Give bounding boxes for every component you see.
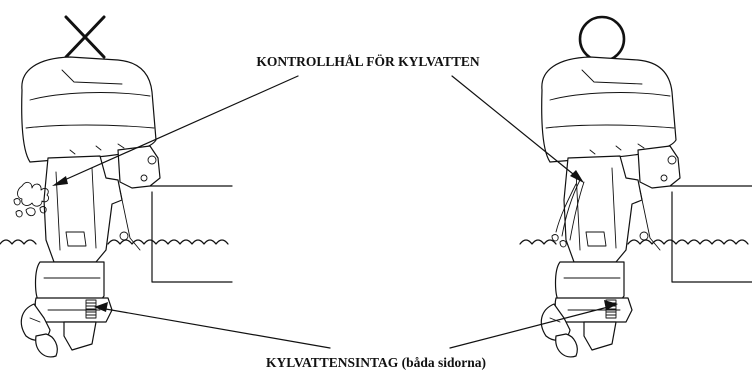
cross-mark-icon: [64, 15, 106, 59]
water-surface: [0, 239, 749, 245]
leader-lines: [52, 75, 618, 349]
circle-mark-icon: [578, 15, 626, 63]
outboard-motor-left: [20, 56, 233, 358]
cooling-water-intake-label: KYLVATTENSINTAG (båda sidorna): [266, 355, 486, 370]
outboard-motor-right: [540, 56, 752, 358]
water-stream-right: [551, 179, 585, 248]
cooling-water-check-hole-label: KONTROLLHÅL FÖR KYLVATTEN: [256, 54, 480, 69]
water-splash-left: [13, 181, 50, 218]
